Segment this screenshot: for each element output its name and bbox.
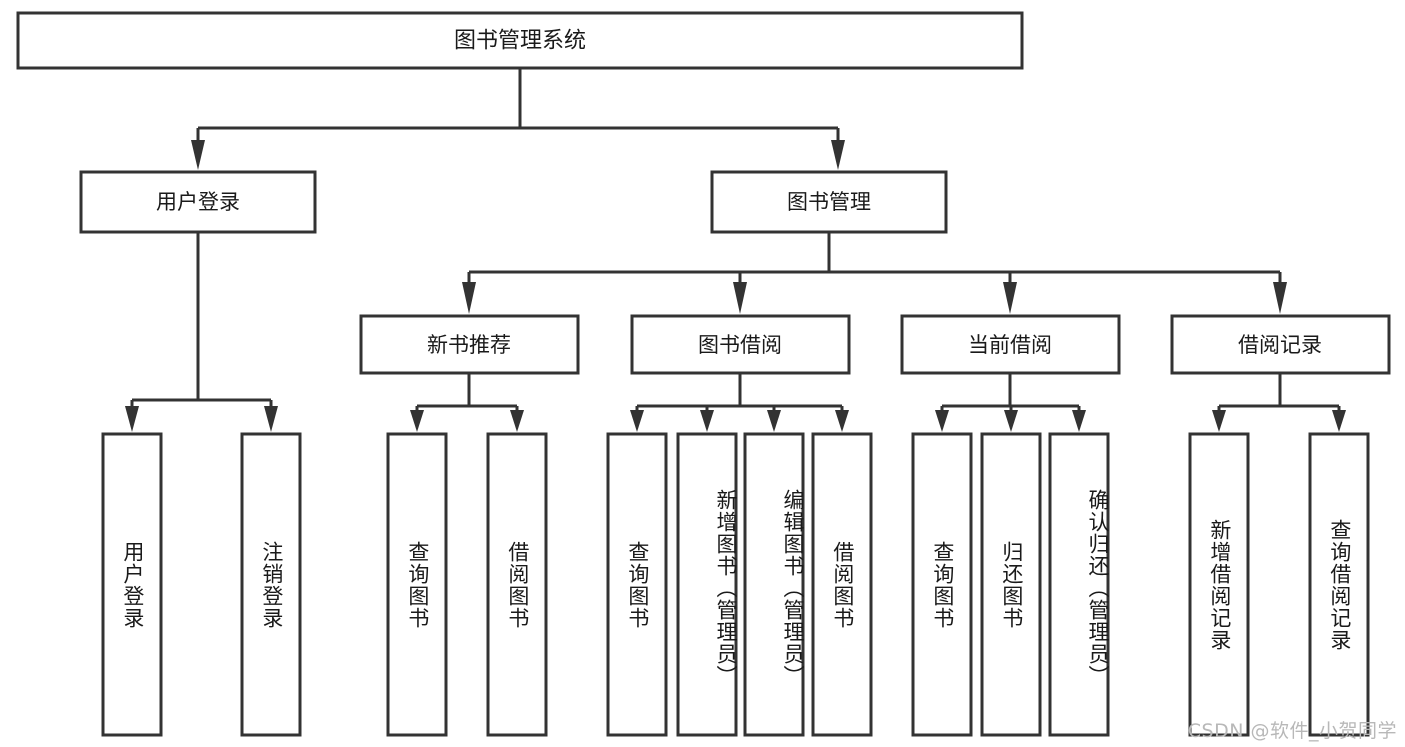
- arrow-head-leaf-add-record: [1212, 410, 1226, 432]
- node-borrow-record-label: 借阅记录: [1238, 333, 1322, 357]
- arrow-head-new-book-rec: [462, 282, 476, 314]
- node-leaf-user-login-box[interactable]: [101, 432, 163, 737]
- node-leaf-confirm-return-box[interactable]: [1048, 432, 1110, 737]
- arrow-head-leaf-user-login: [125, 406, 139, 432]
- node-book-manage[interactable]: 图书管理: [710, 170, 948, 234]
- node-book-borrow-label: 图书借阅: [698, 333, 782, 357]
- node-book-manage-label: 图书管理: [787, 190, 871, 214]
- arrow-head-leaf-edit-book: [767, 410, 781, 432]
- connectors-group: [125, 68, 1346, 432]
- node-new-book-rec-box[interactable]: [359, 314, 580, 375]
- node-leaf-query-record-box[interactable]: [1308, 432, 1370, 737]
- node-user-login-box[interactable]: [79, 170, 317, 234]
- arrow-head-leaf-query-book-1: [410, 410, 424, 432]
- arrow-head-current-borrow: [1003, 282, 1017, 314]
- node-current-borrow-box[interactable]: [900, 314, 1121, 375]
- node-leaf-edit-book-box[interactable]: [743, 432, 805, 737]
- arrow-head-leaf-query-book-3: [935, 410, 949, 432]
- node-new-book-rec[interactable]: 新书推荐: [359, 314, 580, 375]
- arrow-head-borrow-record: [1273, 282, 1287, 314]
- arrow-head-leaf-confirm-return: [1072, 410, 1086, 432]
- arrow-head-book-manage: [831, 140, 845, 170]
- csdn-watermark: CSDN @软件_小贺同学: [1187, 720, 1397, 742]
- node-user-login[interactable]: 用户登录: [79, 170, 317, 234]
- node-leaf-query-book-1-box[interactable]: [386, 432, 448, 737]
- node-leaf-user-logout-box[interactable]: [240, 432, 302, 737]
- node-borrow-record[interactable]: 借阅记录: [1170, 314, 1391, 375]
- arrow-head-leaf-add-book: [700, 410, 714, 432]
- node-leaf-query-book-2-box[interactable]: [606, 432, 668, 737]
- node-book-manage-box[interactable]: [710, 170, 948, 234]
- node-root-box[interactable]: [16, 11, 1024, 70]
- arrow-head-book-borrow: [733, 282, 747, 314]
- arrow-head-leaf-return-book: [1004, 410, 1018, 432]
- node-borrow-record-box[interactable]: [1170, 314, 1391, 375]
- node-leaf-borrow-book-1-box[interactable]: [486, 432, 548, 737]
- node-leaf-add-record-box[interactable]: [1188, 432, 1250, 737]
- node-book-borrow[interactable]: 图书借阅: [630, 314, 851, 375]
- arrow-head-leaf-query-book-2: [630, 410, 644, 432]
- arrow-head-leaf-query-record: [1332, 410, 1346, 432]
- node-leaf-borrow-book-2-box[interactable]: [811, 432, 873, 737]
- arrow-head-leaf-borrow-book-1: [510, 410, 524, 432]
- node-leaf-return-book-box[interactable]: [980, 432, 1042, 737]
- leaf-nodes-group: [101, 432, 1370, 737]
- node-user-login-label: 用户登录: [156, 190, 240, 214]
- node-current-borrow[interactable]: 当前借阅: [900, 314, 1121, 375]
- arrow-head-user-login: [191, 140, 205, 170]
- arrow-head-leaf-borrow-book-2: [835, 410, 849, 432]
- arrow-head-leaf-user-logout: [264, 406, 278, 432]
- node-new-book-rec-label: 新书推荐: [427, 333, 511, 357]
- node-root-label: 图书管理系统: [454, 29, 586, 54]
- node-book-borrow-box[interactable]: [630, 314, 851, 375]
- node-root[interactable]: 图书管理系统: [16, 11, 1024, 70]
- node-leaf-query-book-3-box[interactable]: [911, 432, 973, 737]
- node-current-borrow-label: 当前借阅: [968, 333, 1052, 357]
- node-leaf-add-book-box[interactable]: [676, 432, 738, 737]
